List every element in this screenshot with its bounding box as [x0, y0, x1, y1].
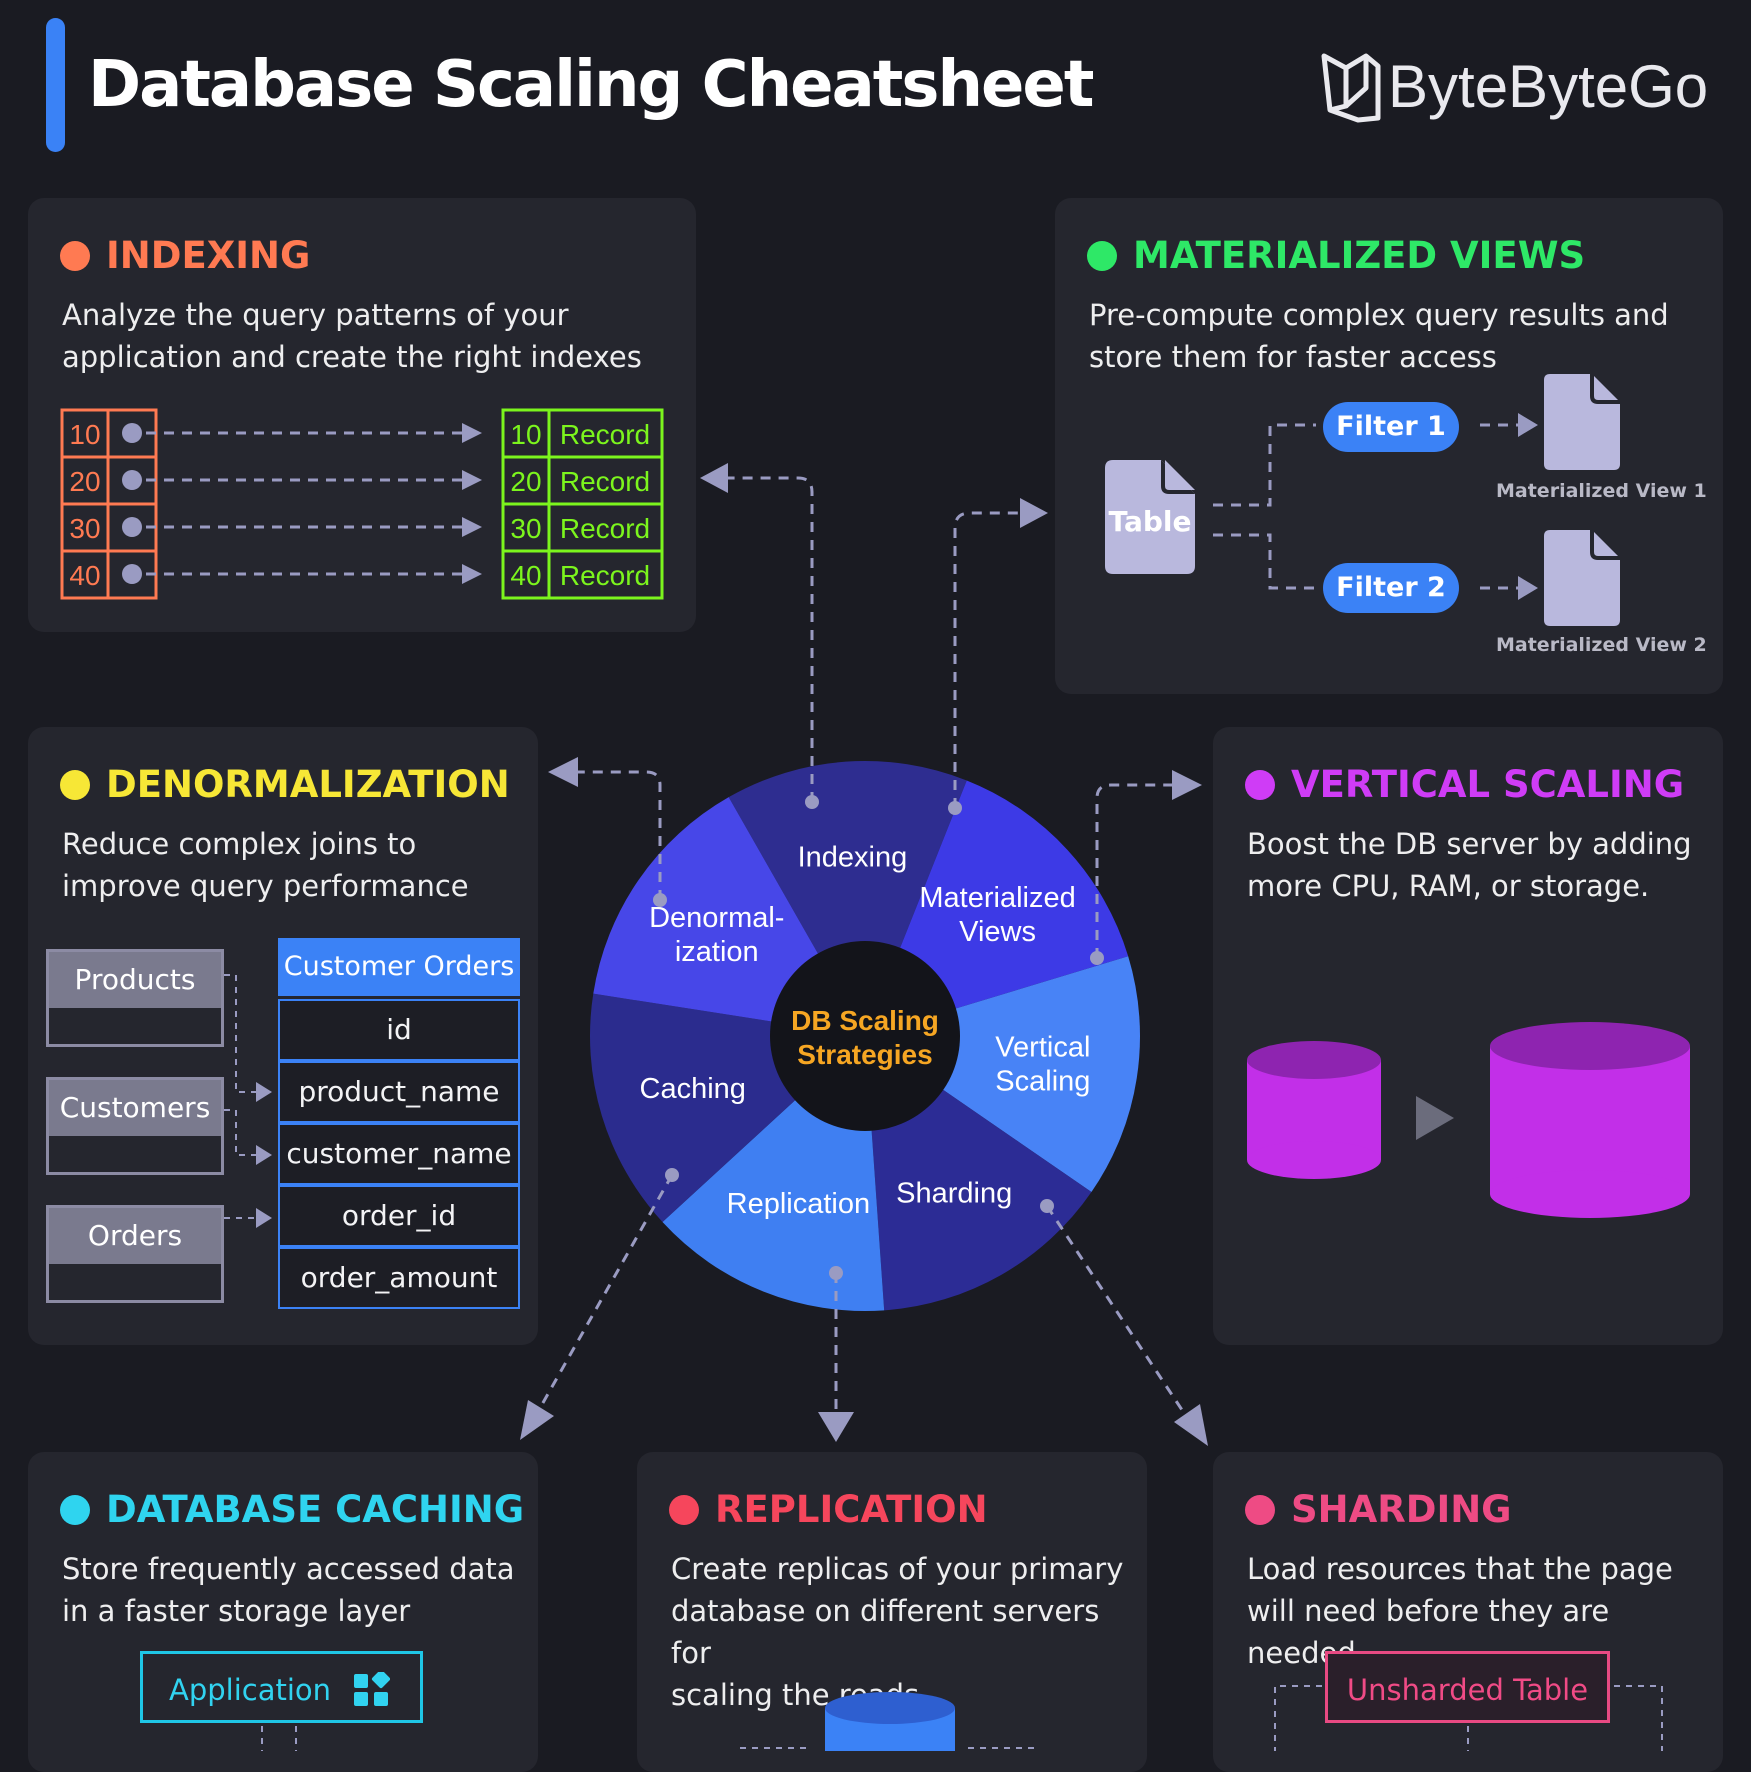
table-doc-icon	[1105, 460, 1195, 574]
denormalization-description: Reduce complex joins to improve query pe…	[62, 827, 469, 903]
small-database-icon	[1247, 1041, 1381, 1179]
customer-orders-column: order_id	[278, 1185, 520, 1247]
wheel-segment	[865, 780, 1129, 1036]
sharding-arrow-icon	[1174, 1404, 1208, 1446]
wheel-segment	[590, 993, 865, 1223]
caching-dot	[60, 1494, 90, 1525]
connector-dot	[653, 893, 667, 907]
replication-arrow-icon	[818, 1412, 854, 1442]
caching-arrow-icon	[520, 1400, 554, 1440]
customers-table: Customers	[46, 1077, 224, 1175]
apps-grid-icon	[354, 1672, 390, 1706]
application-label: Application	[169, 1673, 332, 1707]
wheel-segment-label: Sharding	[896, 1177, 1012, 1209]
filter-2-pill: Filter 2	[1323, 563, 1459, 613]
connector-dot	[1040, 1199, 1054, 1213]
caching-title: DATABASE CACHING	[106, 1488, 525, 1531]
denormalization-dot	[60, 769, 90, 800]
denormalization-title: DENORMALIZATION	[106, 763, 510, 806]
replication-description: Create replicas of your primary database…	[671, 1552, 1124, 1712]
products-table: Products	[46, 949, 224, 1047]
materialized-view-1-label: Materialized View 1	[1496, 480, 1707, 502]
customer-orders-header: Customer Orders	[278, 938, 520, 996]
caching-card: DATABASE CACHING Store frequently access…	[28, 1452, 538, 1772]
indexing-card: INDEXING Analyze the query patterns of y…	[28, 198, 696, 632]
wheel-segment-label: Caching	[640, 1073, 746, 1105]
customer-orders-column: product_name	[278, 1061, 520, 1123]
wheel-center-label: DB Scaling	[791, 1005, 939, 1036]
sharding-connector	[1045, 1205, 1188, 1417]
indexing-arrow-icon	[700, 463, 728, 493]
materialized-views-title: MATERIALIZED VIEWS	[1133, 234, 1586, 277]
sharding-title: SHARDING	[1291, 1488, 1512, 1531]
mv-arrow-icon	[1020, 498, 1048, 528]
materialized-view-2-icon	[1544, 530, 1620, 626]
wheel-center-label: Strategies	[797, 1039, 932, 1070]
wheel-segment	[865, 1036, 1092, 1311]
materialized-view-1-icon	[1544, 374, 1620, 470]
sharding-description: Load resources that the page will need b…	[1247, 1552, 1673, 1670]
wheel-segment-label: Materialized	[919, 882, 1075, 914]
wheel-segment	[593, 797, 865, 1036]
sharding-dot	[1245, 1494, 1275, 1525]
indexing-dot	[60, 240, 90, 271]
vertical-connector	[1095, 783, 1172, 958]
wheel-segment-label: Scaling	[995, 1066, 1090, 1098]
vertical-scaling-diagram	[1247, 1022, 1690, 1218]
products-table-header: Products	[49, 952, 221, 1008]
scale-up-arrow-icon	[1416, 1096, 1454, 1140]
connector-dot	[805, 795, 819, 809]
denorm-connector	[578, 770, 662, 900]
caching-description: Store frequently accessed data in a fast…	[62, 1552, 515, 1628]
vertical-scaling-description: Boost the DB server by adding more CPU, …	[1247, 827, 1692, 903]
wheel-segment-label: ization	[675, 936, 759, 968]
large-database-icon	[1490, 1022, 1690, 1218]
indexing-title: INDEXING	[106, 234, 311, 277]
vertical-scaling-dot	[1245, 769, 1275, 800]
customer-orders-column: id	[278, 999, 520, 1061]
mv-connector	[953, 511, 1020, 808]
connector-dot	[1090, 951, 1104, 965]
wheel-segment-label: Views	[959, 916, 1036, 948]
customer-orders-column: order_amount	[278, 1247, 520, 1309]
wheel-center	[770, 941, 960, 1131]
indexing-connector	[728, 476, 814, 802]
materialized-view-2-label: Materialized View 2	[1496, 634, 1707, 656]
connector-dot	[665, 1168, 679, 1182]
materialized-views-description: Pre-compute complex query results and st…	[1089, 298, 1669, 374]
replication-dot	[669, 1494, 699, 1525]
orders-table-header: Orders	[49, 1208, 221, 1264]
brand-name: ByteByteGo	[1388, 53, 1709, 120]
primary-database-icon	[825, 1692, 955, 1751]
table-label: Table	[1108, 505, 1192, 538]
connector-dot	[829, 1266, 843, 1280]
filter-1-pill: Filter 1	[1323, 402, 1459, 452]
denorm-arrow-icon	[548, 757, 578, 787]
wheel-segment-label: Denormal-	[649, 902, 784, 934]
caching-connector	[538, 1174, 674, 1409]
title-accent-bar	[46, 18, 65, 152]
page-title: Database Scaling Cheatsheet	[88, 48, 1094, 122]
replication-title: REPLICATION	[715, 1488, 988, 1531]
materialized-views-dot	[1087, 240, 1117, 271]
wheel-segment-label: Vertical	[995, 1032, 1090, 1064]
customers-table-header: Customers	[49, 1080, 221, 1136]
customer-orders-column: customer_name	[278, 1123, 520, 1185]
wheel-segment	[662, 1036, 885, 1311]
orders-table: Orders	[46, 1205, 224, 1303]
wheel-segment	[865, 956, 1141, 1193]
indexing-description: Analyze the query patterns of your appli…	[62, 298, 642, 374]
wheel-segment-label: Indexing	[798, 841, 908, 873]
application-box: Application	[140, 1651, 423, 1723]
connector-dot	[948, 801, 962, 815]
vertical-scaling-title: VERTICAL SCALING	[1291, 763, 1685, 806]
vertical-arrow-icon	[1172, 770, 1202, 800]
wheel-segment-label: Replication	[727, 1188, 870, 1220]
unsharded-table-box: Unsharded Table	[1325, 1651, 1610, 1723]
bytebytego-logo-icon	[1321, 53, 1381, 123]
wheel-segment	[728, 761, 967, 1036]
